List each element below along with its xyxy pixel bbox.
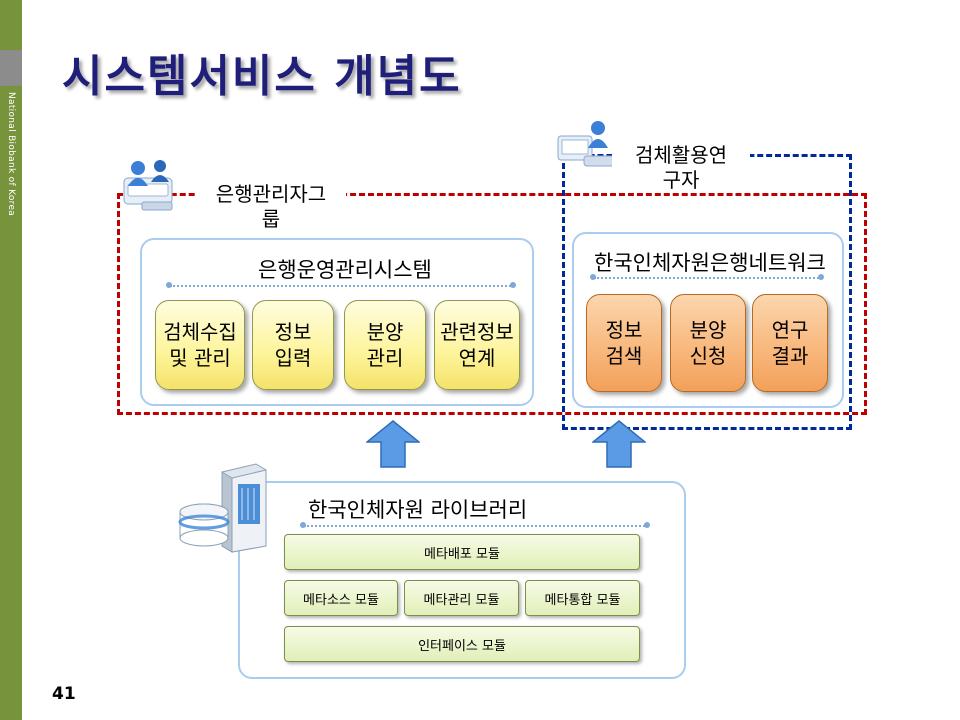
divider-dot bbox=[590, 274, 596, 280]
divider-dot bbox=[300, 522, 306, 528]
module-research-results: 연구 결과 bbox=[752, 294, 828, 392]
sidebar-accent bbox=[0, 50, 22, 86]
up-arrow-icon bbox=[364, 420, 422, 468]
divider-dot bbox=[510, 282, 516, 288]
sidebar-org-text: National Biobank of Korea bbox=[6, 92, 16, 217]
page-number: 41 bbox=[52, 684, 76, 704]
module-interface: 인터페이스 모듈 bbox=[284, 626, 640, 662]
researcher-group-label: 검체활용연 구자 bbox=[612, 143, 750, 193]
library-title: 한국인체자원 라이브러리 bbox=[308, 498, 528, 522]
module-sample-collection: 검체수집 및 관리 bbox=[155, 300, 245, 390]
module-meta-integration: 메타통합 모듈 bbox=[525, 580, 640, 616]
user-group-icon bbox=[118, 156, 182, 214]
network-divider bbox=[594, 277, 822, 279]
bank-admin-group-border bbox=[117, 193, 867, 415]
page-title: 시스템서비스 개념도 bbox=[62, 51, 462, 102]
up-arrow-icon bbox=[590, 420, 648, 468]
divider-dot bbox=[166, 282, 172, 288]
module-related-info-link: 관련정보 연계 bbox=[434, 300, 520, 390]
module-distribution-management: 분양 관리 bbox=[344, 300, 426, 390]
bank-system-divider bbox=[170, 285, 514, 287]
server-database-icon bbox=[174, 462, 296, 554]
library-divider bbox=[304, 525, 648, 527]
module-info-search: 정보 검색 bbox=[586, 294, 662, 392]
module-meta-source: 메타소스 모듈 bbox=[284, 580, 398, 616]
sidebar-bar bbox=[0, 0, 22, 720]
computer-user-icon bbox=[554, 118, 620, 174]
module-meta-distribution: 메타배포 모듈 bbox=[284, 534, 640, 570]
network-title: 한국인체자원은행네트워크 bbox=[594, 251, 826, 275]
bank-admin-group-label: 은행관리자그 룹 bbox=[196, 182, 346, 232]
divider-dot bbox=[818, 274, 824, 280]
module-distribution-request: 분양 신청 bbox=[670, 294, 746, 392]
module-info-input: 정보 입력 bbox=[252, 300, 334, 390]
module-meta-management: 메타관리 모듈 bbox=[404, 580, 519, 616]
bank-system-title: 은행운영관리시스템 bbox=[258, 258, 432, 282]
divider-dot bbox=[644, 522, 650, 528]
